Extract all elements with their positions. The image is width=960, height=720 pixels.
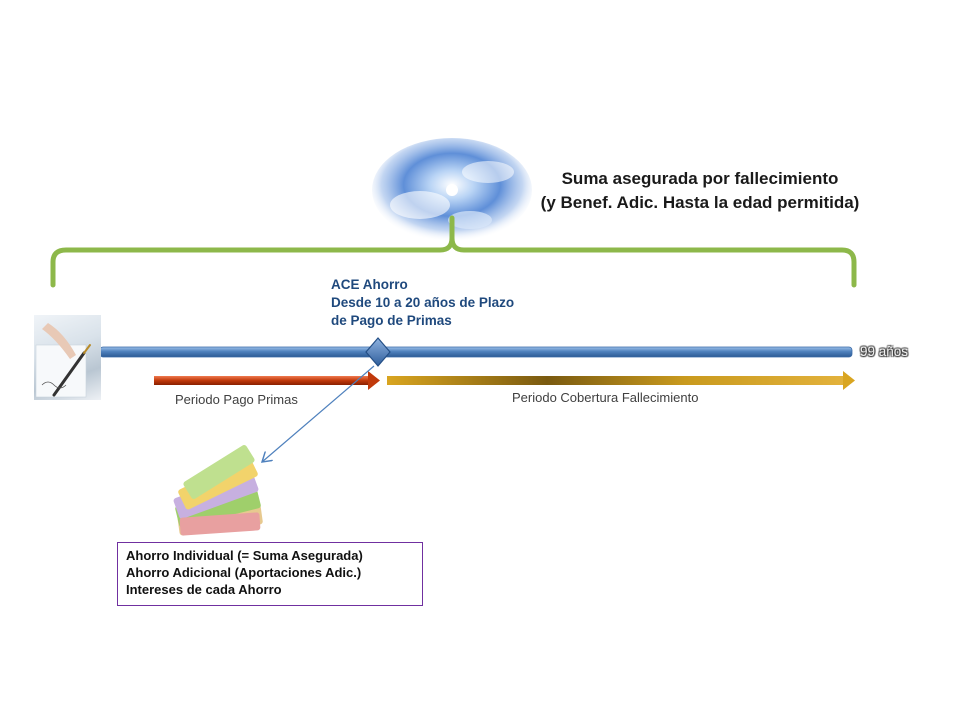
timeline-bar <box>99 346 853 358</box>
coverage-brace <box>50 215 857 288</box>
savings-line-1: Ahorro Individual (= Suma Asegurada) <box>126 548 363 563</box>
title-line-1: Suma asegurada por fallecimiento <box>561 169 839 188</box>
payment-period-arrow <box>154 371 380 390</box>
savings-connector-arrow <box>262 365 375 462</box>
product-term-line-1: Desde 10 a 20 años de Plazo <box>331 295 515 310</box>
savings-line-2: Ahorro Adicional (Aportaciones Adic.) <box>126 565 362 580</box>
coverage-title: Suma asegurada por fallecimiento (y Bene… <box>480 167 920 215</box>
payment-period-label: Periodo Pago Primas <box>175 392 298 407</box>
banknotes-image <box>173 445 263 536</box>
coverage-period-arrow <box>387 371 855 390</box>
sky-cloud-image <box>372 138 532 242</box>
product-description: ACE Ahorro Desde 10 a 20 años de Plazo d… <box>331 276 591 330</box>
start-diamond-marker <box>365 337 391 367</box>
product-term-line-2: de Pago de Primas <box>331 313 452 328</box>
savings-line-3: Intereses de cada Ahorro <box>126 582 282 597</box>
title-line-2: (y Benef. Adic. Hasta la edad permitida) <box>540 193 860 212</box>
timeline-end-label: 99 años <box>860 344 909 359</box>
signing-document-image <box>34 315 101 400</box>
pen-icon <box>35 323 91 398</box>
product-name: ACE Ahorro <box>331 277 408 292</box>
coverage-period-label: Periodo Cobertura Fallecimiento <box>512 390 699 405</box>
savings-info-box: Ahorro Individual (= Suma Asegurada) Aho… <box>117 542 423 606</box>
